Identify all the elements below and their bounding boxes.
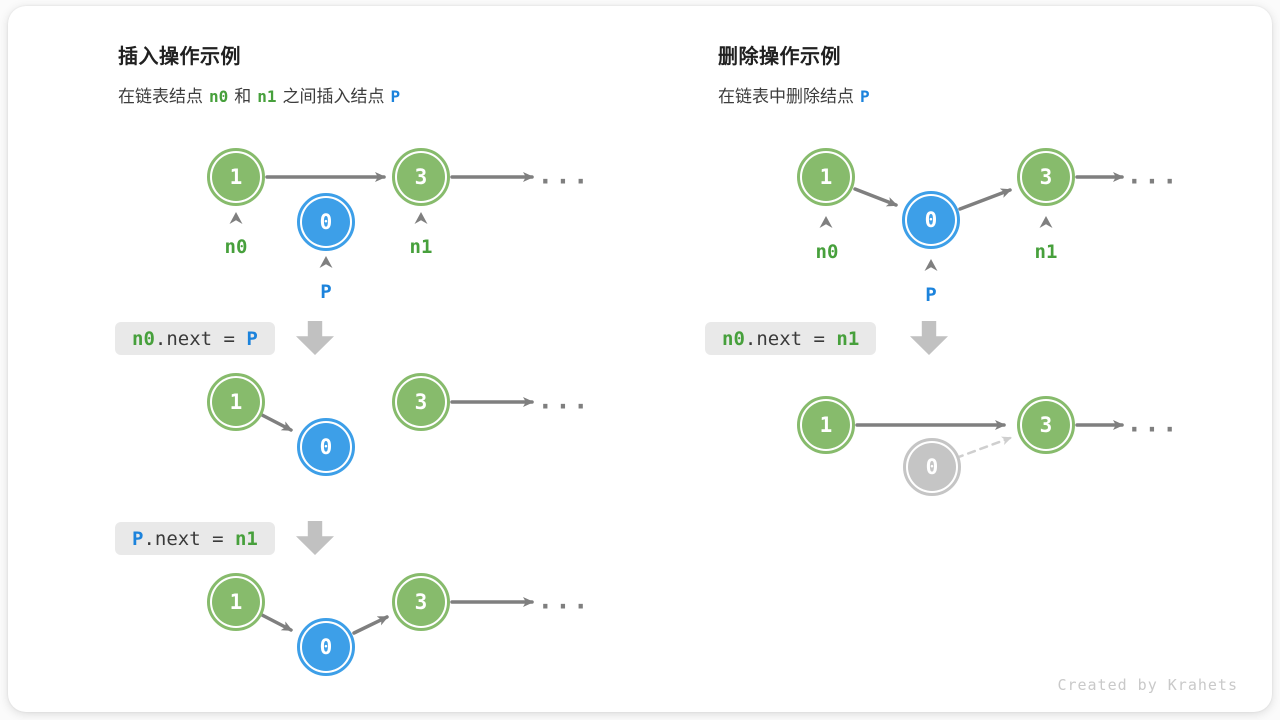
node-label-n0: n0 (224, 236, 248, 258)
caret-up-icon (229, 212, 243, 224)
code-box-n0-next-p: n0.next = P (115, 322, 275, 355)
ellipsis: ... (1126, 160, 1180, 191)
node-value-0: 0 (297, 418, 355, 476)
code-box-n0-next-n1: n0.next = n1 (705, 322, 877, 355)
caret-up-icon (319, 256, 333, 268)
caret-up-icon (924, 259, 938, 271)
canvas-card (8, 6, 1272, 712)
node-value-1: 1 (797, 396, 855, 454)
node-value-3: 3 (1017, 396, 1075, 454)
node-value-1: 1 (797, 148, 855, 206)
credit-text: Created by Krahets (1057, 676, 1238, 694)
node-value-0: 0 (297, 193, 355, 251)
code-box-p-next-n1: P.next = n1 (115, 522, 275, 555)
node-value-3: 3 (392, 148, 450, 206)
insert-panel-title: 插入操作示例 (118, 46, 241, 68)
insert-panel-subtitle: 在链表结点 n0 和 n1 之间插入结点 P (118, 82, 406, 107)
subtitle-text: 在链表结点 (118, 87, 203, 106)
node-value-3: 3 (392, 573, 450, 631)
subtitle-token-p: P (860, 87, 870, 106)
subtitle-token-p: P (390, 87, 401, 106)
node-value-1: 1 (207, 573, 265, 631)
node-label-n0: n0 (815, 241, 839, 263)
node-value-1: 1 (207, 373, 265, 431)
caret-up-icon (819, 216, 833, 228)
node-label-p: P (320, 281, 332, 303)
node-value-0: 0 (902, 191, 960, 249)
subtitle-text: 在链表中删除结点 (718, 87, 854, 106)
subtitle-text: 和 (234, 87, 252, 106)
node-label-n1: n1 (409, 236, 433, 258)
subtitle-token-n0: n0 (209, 87, 229, 106)
node-value-1: 1 (207, 148, 265, 206)
ellipsis: ... (537, 585, 591, 616)
node-value-0: 0 (297, 618, 355, 676)
delete-panel-subtitle: 在链表中删除结点 P (718, 82, 876, 107)
ellipsis: ... (537, 160, 591, 191)
subtitle-text: 之间插入结点 (282, 87, 385, 106)
node-value-0-removed: 0 (903, 438, 961, 496)
caret-up-icon (1039, 216, 1053, 228)
node-label-n1: n1 (1034, 241, 1058, 263)
subtitle-token-n1: n1 (257, 87, 277, 106)
ellipsis: ... (1126, 408, 1180, 439)
caret-up-icon (414, 212, 428, 224)
ellipsis: ... (537, 385, 591, 416)
node-value-3: 3 (1017, 148, 1075, 206)
node-label-p: P (925, 284, 937, 306)
node-value-3: 3 (392, 373, 450, 431)
delete-panel-title: 删除操作示例 (718, 46, 841, 68)
